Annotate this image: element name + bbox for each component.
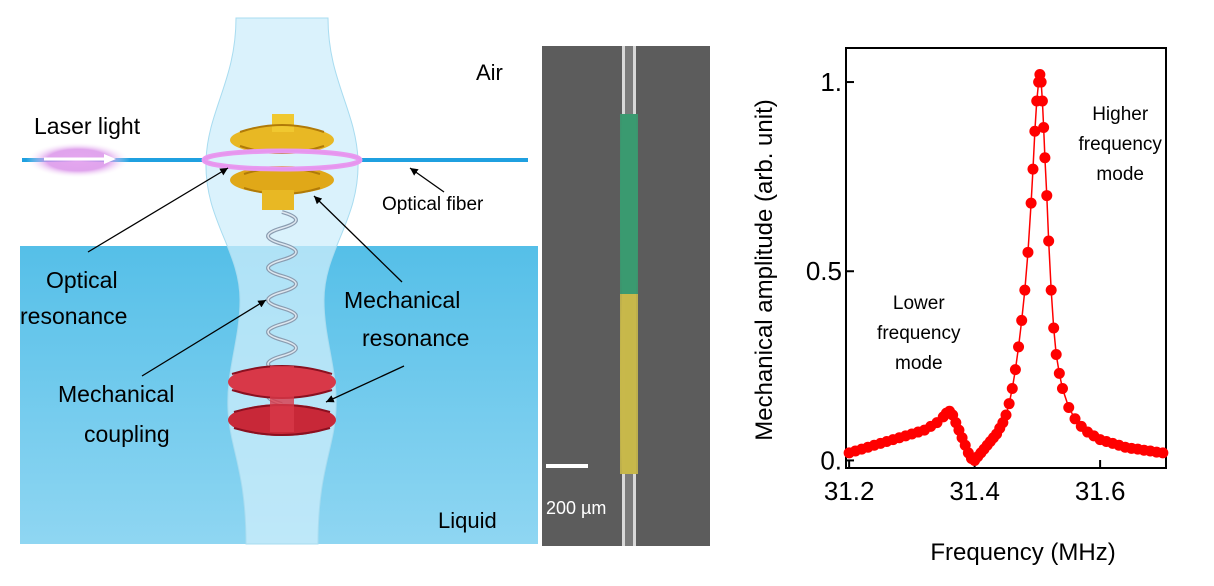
upper-mechanical-structure bbox=[230, 114, 334, 210]
data-point bbox=[1053, 367, 1065, 379]
optical-resonance-label-line2: resonance bbox=[20, 303, 127, 329]
data-point bbox=[1036, 95, 1048, 107]
optical-resonance-label-line1: Optical bbox=[46, 267, 118, 293]
data-point bbox=[1009, 364, 1021, 376]
annotation-text: mode bbox=[1096, 164, 1144, 185]
scale-bar-label: 200 µm bbox=[546, 498, 606, 518]
laser-light-label: Laser light bbox=[34, 113, 141, 139]
lower-resonance-pointer bbox=[325, 365, 405, 403]
y-axis-label: Mechanical amplitude (arb. unit) bbox=[751, 99, 778, 441]
data-point bbox=[1006, 383, 1018, 395]
data-point bbox=[1069, 413, 1081, 425]
x-tick-label: 31.2 bbox=[824, 476, 875, 506]
data-point bbox=[1056, 383, 1068, 395]
data-point bbox=[1000, 409, 1012, 421]
mechanical-coupling-label-line1: Mechanical bbox=[58, 381, 174, 407]
data-point bbox=[1035, 76, 1047, 88]
y-tick-label: 0. bbox=[820, 445, 842, 475]
annotation-text: Higher bbox=[1092, 104, 1149, 125]
x-tick-label: 31.6 bbox=[1075, 476, 1126, 506]
data-point bbox=[1003, 398, 1015, 410]
x-tick-label: 31.4 bbox=[949, 476, 1000, 506]
data-point bbox=[1019, 284, 1031, 296]
data-point bbox=[1029, 125, 1041, 137]
data-point bbox=[1025, 197, 1037, 209]
optical-fiber-label: Optical fiber bbox=[382, 194, 484, 215]
mechanical-coupling-label-line2: coupling bbox=[84, 421, 170, 447]
data-point bbox=[1048, 322, 1060, 334]
data-point bbox=[1045, 284, 1057, 296]
mechanical-resonance-label-line2: resonance bbox=[362, 325, 469, 351]
annotation-text: Lower bbox=[893, 293, 945, 314]
data-point bbox=[1013, 341, 1025, 353]
optical-fiber-pointer bbox=[409, 167, 445, 193]
data-point bbox=[1043, 235, 1055, 247]
data-point bbox=[1039, 152, 1051, 164]
data-point bbox=[1038, 121, 1050, 133]
data-point bbox=[1157, 447, 1169, 459]
air-label: Air bbox=[476, 60, 503, 85]
mechanical-resonance-pointer bbox=[313, 195, 403, 283]
micrograph-panel: 200 µm bbox=[542, 46, 710, 546]
annotation-text: frequency bbox=[1078, 134, 1162, 155]
y-tick-label: 0.5 bbox=[806, 256, 842, 286]
x-axis-label: Frequency (MHz) bbox=[930, 539, 1115, 566]
data-point bbox=[1027, 163, 1039, 175]
frequency-chart: Mechanical amplitude (arb. unit) Frequen… bbox=[751, 47, 1169, 566]
annotation-text: frequency bbox=[877, 323, 961, 344]
data-point bbox=[1041, 190, 1053, 202]
data-point bbox=[1016, 314, 1028, 326]
data-point bbox=[1050, 348, 1062, 360]
mechanical-resonance-label-line1: Mechanical bbox=[344, 287, 460, 313]
resonator-illustration: Air Liquid Laser light Optical fiber Opt… bbox=[20, 17, 538, 545]
plot-frame bbox=[845, 47, 1167, 469]
data-point bbox=[1063, 401, 1075, 413]
data-point bbox=[1022, 246, 1034, 258]
annotation-text: mode bbox=[895, 353, 943, 374]
lower-mechanical-structure bbox=[228, 365, 336, 436]
liquid-label: Liquid bbox=[438, 508, 497, 533]
mechanical-coupling-pointer bbox=[141, 299, 267, 377]
y-tick-label: 1. bbox=[820, 67, 842, 97]
optical-resonance-pointer bbox=[87, 167, 229, 253]
